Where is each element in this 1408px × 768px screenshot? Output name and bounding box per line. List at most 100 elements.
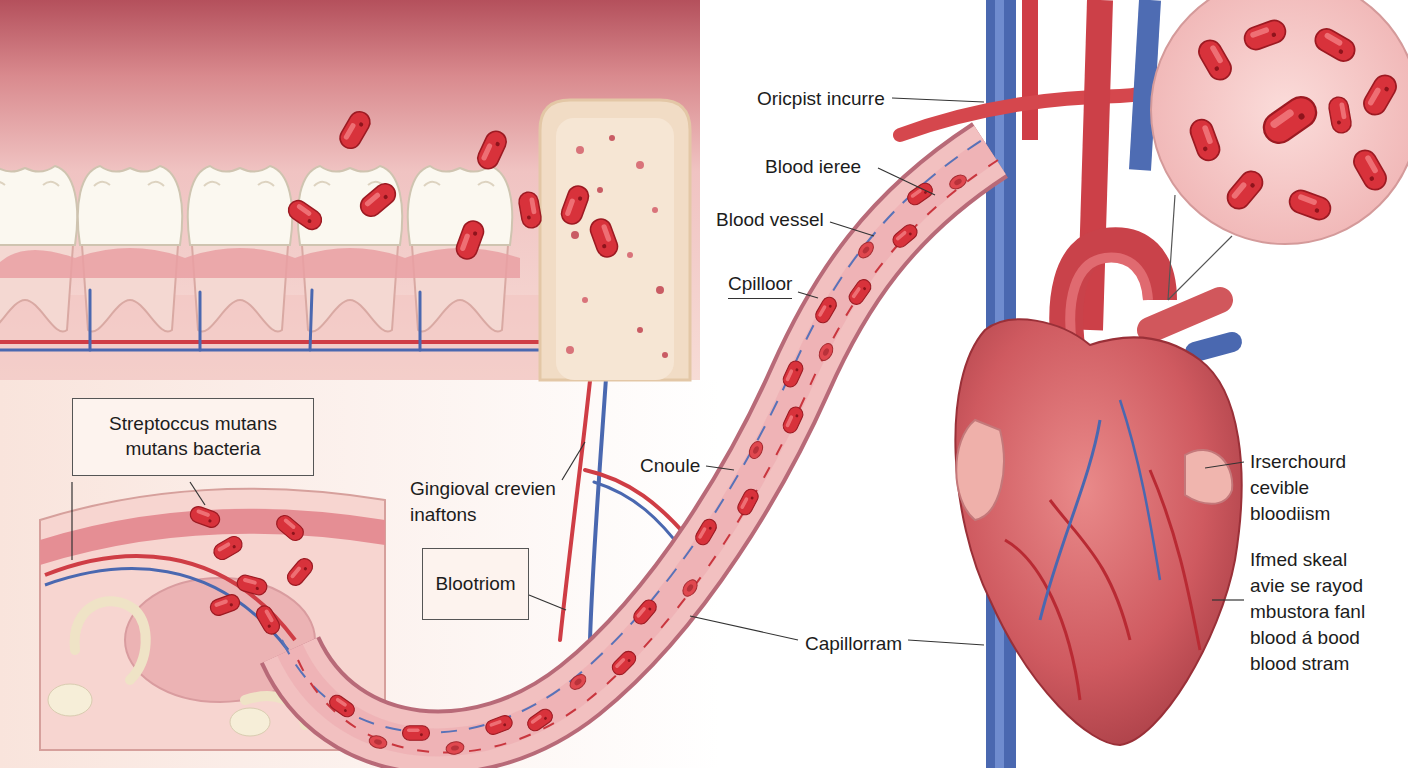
leader-lines-part — [690, 616, 798, 640]
box-text: Streptoccus mutans mutans bacteria — [85, 412, 301, 461]
blood-vessel-tube-part — [290, 150, 990, 742]
teeth-row — [0, 166, 540, 380]
heart-part — [1040, 420, 1100, 620]
blood-vessel-tube-part — [290, 150, 990, 742]
heart-part — [1070, 258, 1148, 345]
blood-vessel-tube-part — [747, 439, 765, 460]
leader-lines-part — [1212, 599, 1244, 600]
jaw-bone-part — [636, 161, 644, 169]
blood-vessel-tube-part — [781, 359, 805, 390]
oral-bacteria-part — [356, 179, 399, 220]
gum-inset-part — [188, 504, 222, 529]
part-label: Cnoule — [640, 453, 700, 479]
magnified-view-part-part — [1195, 36, 1235, 84]
blood-vessel-tube-part — [735, 487, 760, 518]
leader-lines-part — [798, 292, 818, 298]
blood-vessel-tube-part — [680, 577, 700, 599]
gum-inset-part — [208, 592, 242, 617]
heart-part — [955, 319, 1241, 745]
gum-inset-part — [45, 556, 295, 640]
teeth-row-part — [0, 166, 77, 332]
oral-bacteria-part — [517, 191, 542, 230]
magnified-view — [1151, 0, 1408, 300]
magnified-view-part-part — [1286, 187, 1333, 222]
gum-inset-part — [254, 603, 283, 637]
magnified-view-part-part — [1327, 96, 1352, 135]
blood-vessel-tube-part — [609, 648, 638, 677]
blood-vessel-tube-part — [282, 140, 982, 732]
leader-lines-part — [71, 482, 72, 560]
heart-part — [1150, 300, 1220, 330]
text-box: Blootriom — [422, 548, 529, 620]
blood-vessel-tube-part — [813, 295, 839, 326]
jaw-bone-part — [540, 100, 690, 380]
blood-vessel-tube-part — [905, 180, 935, 207]
oral-bacteria — [285, 108, 621, 262]
leader-lines-part — [706, 466, 734, 470]
part-label: Gingioval crevien inaftons — [410, 476, 585, 528]
heart-part — [1185, 450, 1232, 504]
heart — [955, 244, 1241, 745]
magnified-view-part-part — [1241, 17, 1288, 52]
leader-lines-part — [908, 640, 984, 645]
gum-vessels-part — [594, 482, 684, 552]
jaw-bone-part — [609, 135, 615, 141]
gum-inset-part — [230, 708, 270, 736]
vein-artery-part — [1140, 0, 1150, 170]
leader-lines-part — [529, 595, 566, 610]
leader-lines-part — [830, 222, 874, 236]
part-label: Cpilloor — [728, 271, 792, 299]
oral-bacteria-part — [285, 197, 326, 233]
gum-inset-part — [235, 573, 268, 596]
jaw-bone-part — [582, 297, 588, 303]
magnified-view-part-part — [1360, 71, 1400, 119]
blood-vessel-tube-part — [445, 741, 465, 756]
jaw-bone-part — [566, 346, 574, 354]
part-label: Oricpist incurre — [757, 86, 885, 112]
gum-inset-part — [75, 601, 146, 680]
blood-vessel-tube-part — [856, 239, 877, 261]
heart-part — [1195, 342, 1232, 352]
vein-artery-part — [1090, 0, 1100, 330]
leader-lines-part — [878, 168, 935, 195]
heart-part — [1005, 540, 1080, 700]
gum-inset-part — [273, 512, 306, 544]
blood-vessel-tube-part — [816, 341, 835, 363]
magnified-view-part — [1151, 0, 1408, 244]
oral-bacteria-part — [336, 108, 374, 152]
vein-artery-part — [1022, 0, 1038, 140]
blood-vessel-tube-part — [368, 734, 388, 750]
part-label: Irserchourd cevible bloodiism — [1250, 449, 1382, 527]
gum-inset-part — [48, 684, 92, 716]
jaw-bone-part — [652, 207, 658, 213]
magnified-view-part-part — [1258, 91, 1322, 149]
part-label: Blood vessel — [716, 207, 824, 233]
oral-bacteria-part — [454, 218, 487, 262]
magnified-view-part-part — [1187, 116, 1222, 163]
blood-vessel-tube-part — [567, 672, 589, 693]
teeth-row-part — [0, 248, 520, 278]
blood-vessel-tube-part — [890, 222, 920, 250]
blood-vessel-tube-part — [781, 405, 805, 436]
blood-vessel-tube-part — [327, 692, 357, 719]
part-label: Blood ieree — [765, 154, 861, 180]
jaw-bone-part — [571, 231, 579, 239]
jaw-bone-part — [656, 286, 664, 294]
jaw-bone-part — [556, 118, 674, 380]
magnified-view-part-part — [1223, 167, 1267, 214]
jaw-bone-part — [597, 187, 603, 193]
jaw-bone — [540, 100, 690, 380]
leader-lines-part — [562, 442, 585, 480]
oral-bacteria-part — [559, 183, 592, 227]
jaw-bone-part — [637, 327, 643, 333]
text-box: Streptoccus mutans mutans bacteria — [72, 398, 314, 476]
box-text: Blootriom — [435, 572, 515, 597]
gum-inset-part — [211, 534, 245, 563]
gum-inset-part — [45, 569, 288, 650]
blood-vessel-tube-part — [403, 726, 430, 740]
magnified-view-part-part — [1311, 25, 1359, 65]
